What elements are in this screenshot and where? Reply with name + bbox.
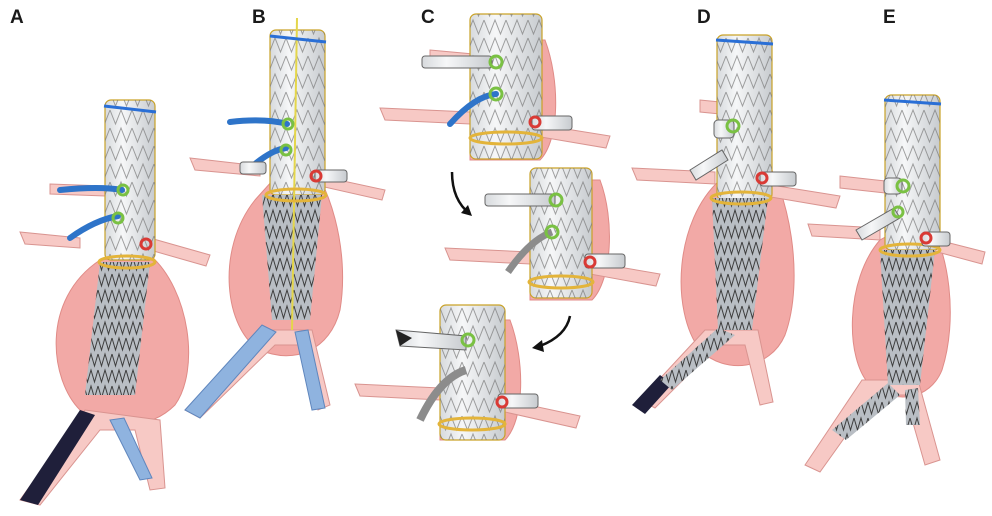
arrow-head-1 — [461, 205, 472, 216]
bridging-stent — [421, 55, 493, 69]
panel-a — [19, 99, 211, 506]
fenestration-marker-red — [583, 255, 597, 269]
bridging-stent-right — [531, 115, 573, 131]
iliac-vessels — [804, 379, 941, 473]
arrow-head-2 — [532, 340, 544, 352]
panel-e — [804, 94, 986, 473]
fenestration-marker-green-1 — [116, 183, 130, 197]
marker-gold — [709, 190, 773, 206]
panel-b — [184, 17, 386, 419]
iliac-limb-left — [832, 383, 900, 440]
panel-label-b: B — [252, 7, 266, 28]
bridging-stent — [239, 161, 267, 175]
graft-stents — [470, 14, 542, 159]
panel-c-step-3 — [354, 304, 581, 441]
iliac-limb — [880, 250, 935, 385]
panel-c — [354, 13, 661, 441]
panel-c-step-2 — [444, 167, 661, 301]
panel-c-step-1 — [379, 13, 611, 161]
fenestration-marker-green-2 — [279, 143, 293, 157]
catheter-tip — [396, 330, 412, 346]
bridging-stent-left-renal — [689, 149, 729, 181]
catheter-1 — [57, 185, 125, 193]
catheter — [447, 91, 499, 127]
iliac-limb — [85, 262, 150, 395]
fenestration-marker-red — [919, 231, 933, 245]
dark-sheath — [632, 375, 672, 414]
renal-artery-left — [19, 231, 81, 249]
panel-label-e: E — [883, 7, 896, 28]
panel-label-c: C — [421, 7, 435, 28]
iliac-limb — [712, 198, 768, 330]
fenestration-marker-red — [139, 237, 153, 251]
blue-sheath-left — [184, 324, 277, 419]
fenestration-marker-green-1 — [725, 118, 741, 134]
fenestration-marker-green-1 — [488, 54, 504, 70]
catheter-1 — [227, 117, 290, 127]
blue-sheath-right — [294, 329, 326, 411]
panel-label-d: D — [697, 7, 711, 28]
bridging-stent-right — [314, 169, 348, 183]
bridging-stent — [395, 329, 467, 351]
fenestration-marker-green-2 — [488, 86, 504, 102]
marker-gold — [527, 274, 595, 290]
dark-sheath — [20, 410, 95, 505]
fenestration-marker-green-2 — [544, 224, 560, 240]
marker-blue — [715, 38, 774, 46]
fenestration-marker-red — [528, 115, 542, 129]
iliac-limb — [262, 195, 322, 320]
renal-artery-left — [354, 383, 441, 401]
marker-blue — [883, 98, 942, 106]
fenestration-marker-red — [755, 171, 769, 185]
fenestration-marker-green-2 — [111, 211, 125, 225]
panel-label-a: A — [10, 7, 24, 28]
iliac-limb-right — [905, 388, 920, 425]
blue-sheath — [109, 417, 153, 481]
graft-stents — [717, 35, 772, 200]
arrow-down-2 — [539, 315, 572, 348]
renal-artery-right — [149, 237, 211, 267]
catheter — [505, 228, 554, 274]
bridging-stent-sma — [713, 119, 735, 139]
fenestration-marker-red — [495, 395, 509, 409]
iliac-limb-left — [660, 328, 735, 390]
marker-blue — [103, 104, 157, 114]
marker-gold — [878, 242, 942, 258]
marker-gold — [468, 130, 544, 146]
marker-blue — [269, 34, 327, 44]
fenestration-marker-green-1 — [895, 178, 911, 194]
catheter — [416, 366, 468, 422]
marker-gold — [437, 416, 507, 432]
guidewire — [291, 17, 298, 331]
graft-stents — [105, 100, 155, 260]
panel-d — [631, 34, 841, 414]
fenestration-marker-green-2 — [891, 205, 905, 219]
fenestration-marker-green-1 — [281, 117, 295, 131]
fenestration-marker-red — [309, 169, 323, 183]
marker-gold — [264, 187, 328, 203]
fenestration-marker-green-1 — [460, 332, 476, 348]
bridging-stent-right-renal — [759, 171, 797, 187]
bridging-stent — [484, 193, 556, 207]
fenestration-marker-green-1 — [548, 192, 564, 208]
marker-gold — [97, 254, 157, 270]
graft-stents — [885, 95, 940, 250]
